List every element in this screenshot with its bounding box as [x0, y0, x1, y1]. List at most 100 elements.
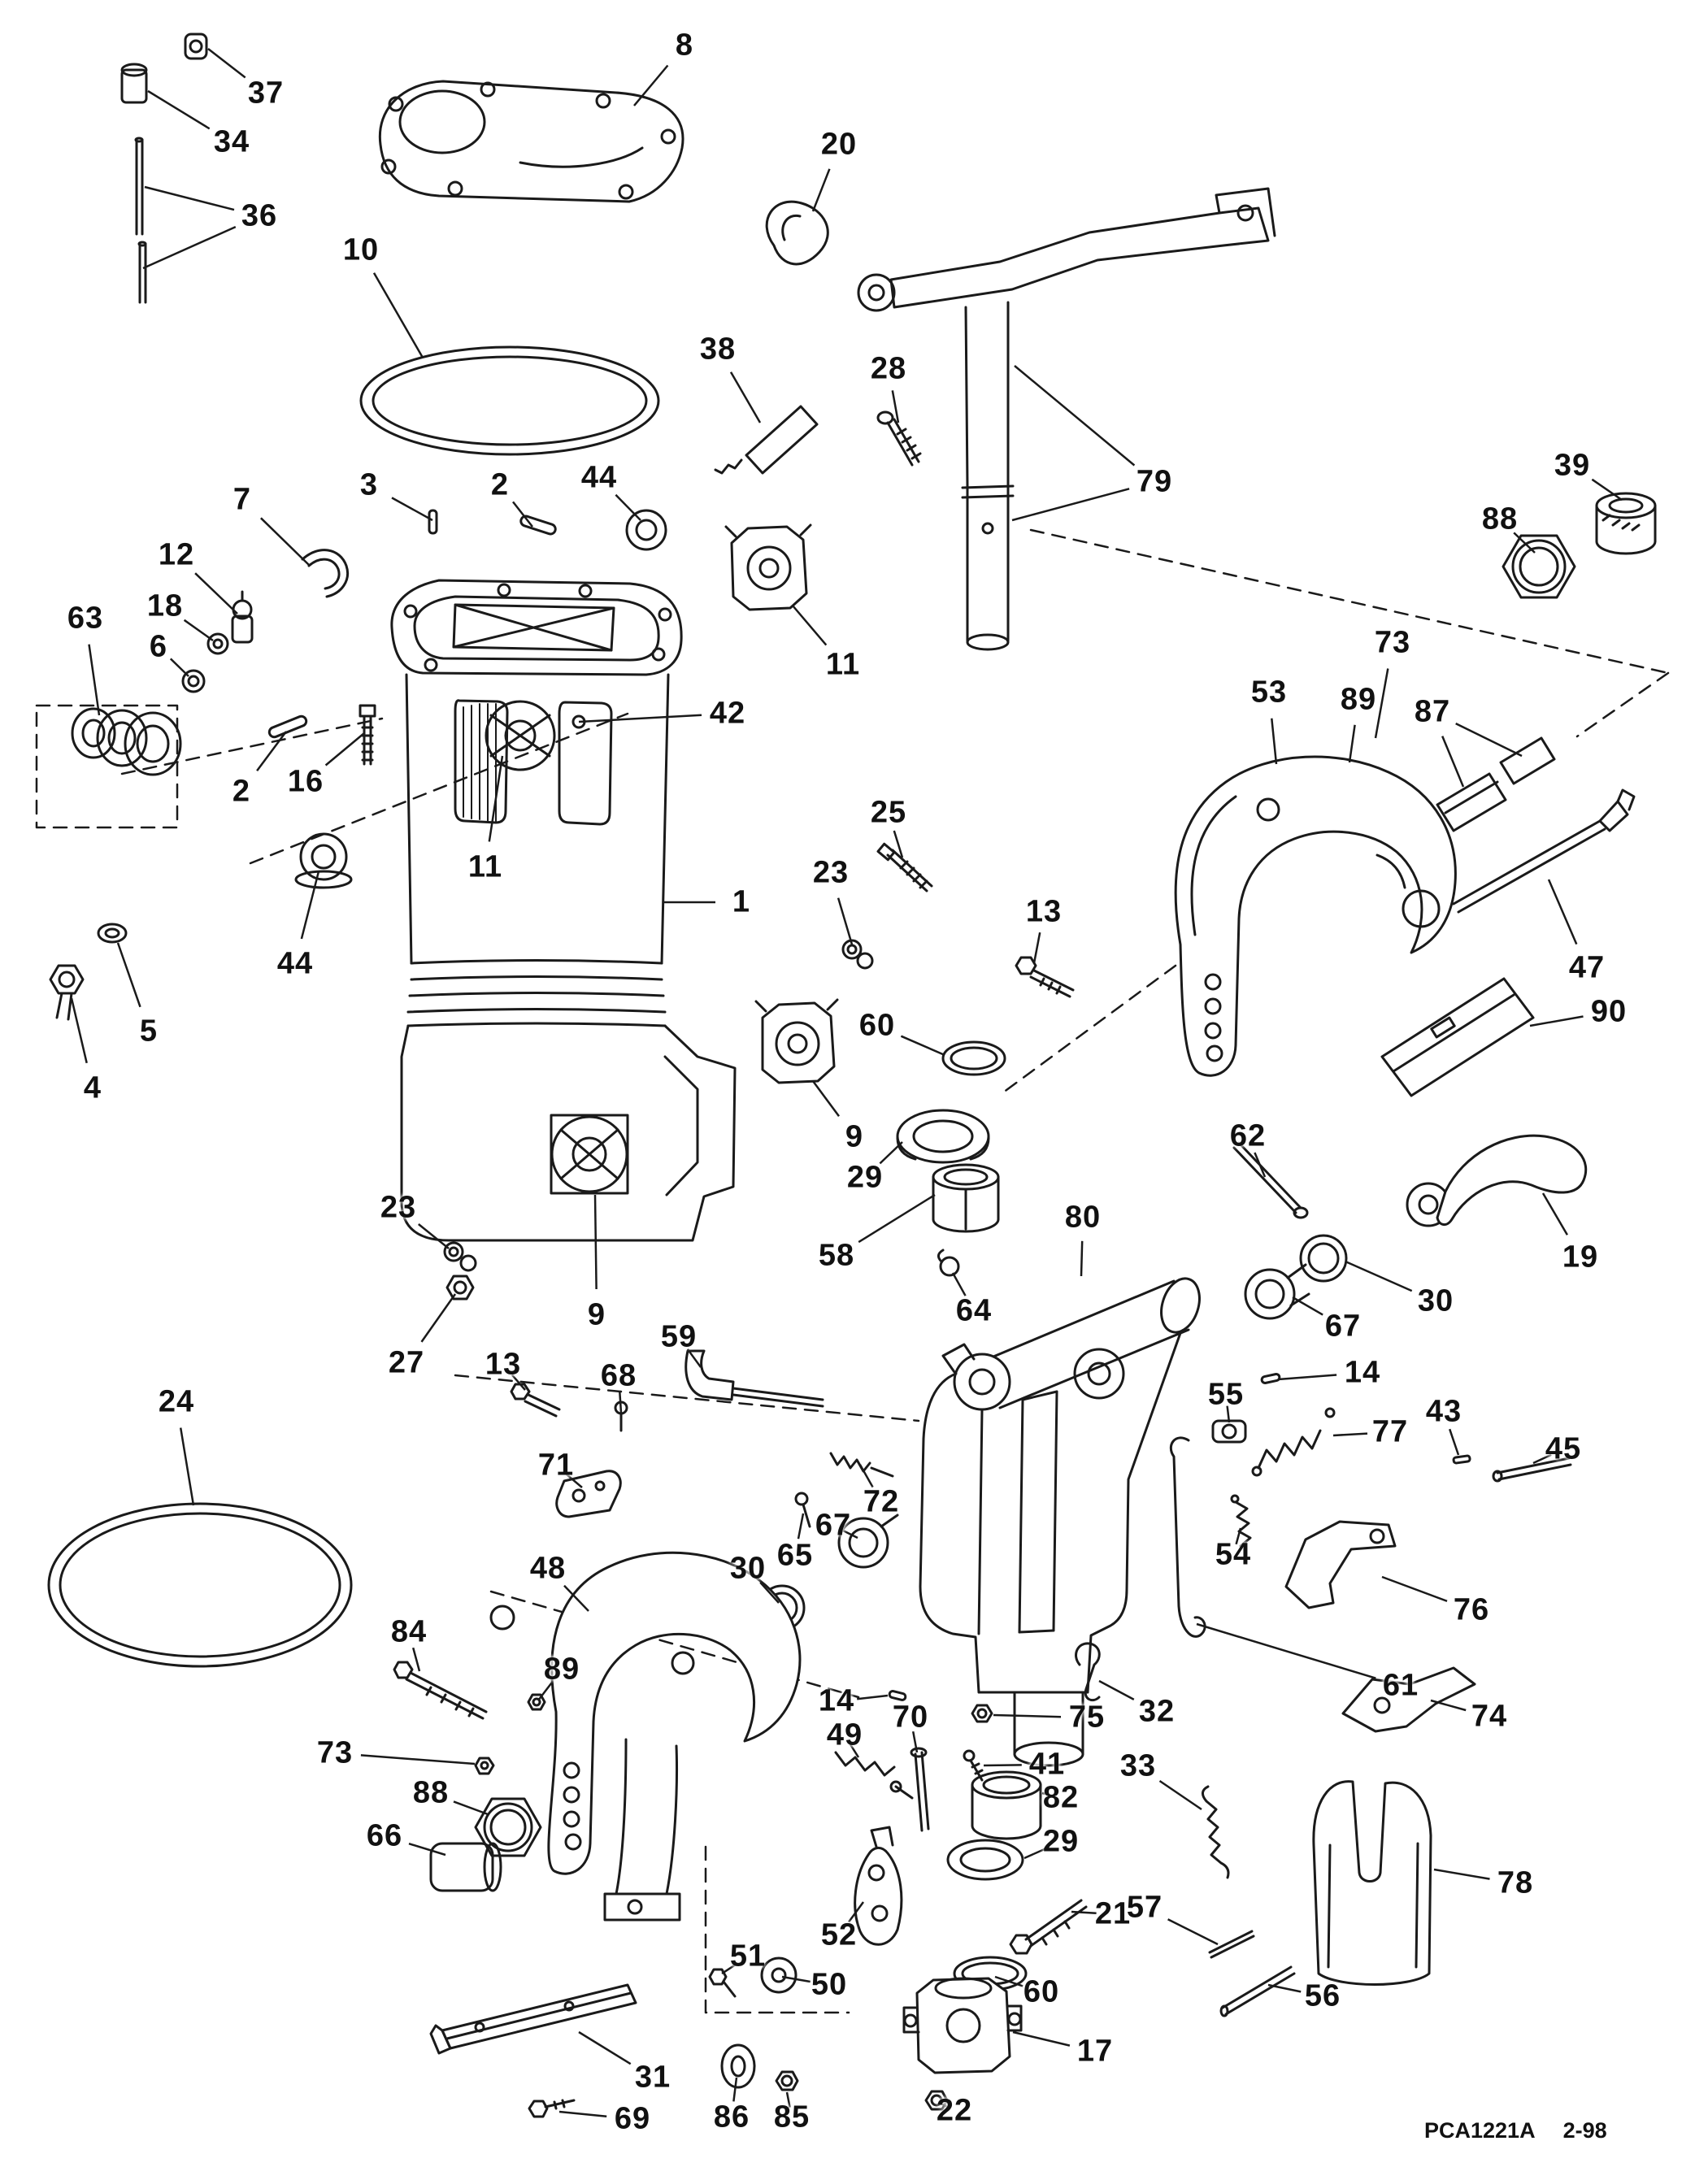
part-13-bolt-left: [510, 1383, 561, 1418]
leader-line: [759, 1581, 780, 1604]
part-32-clip: [1075, 1642, 1101, 1702]
leader-line: [260, 517, 310, 566]
leader-line: [391, 497, 433, 522]
leader-line: [1071, 1910, 1097, 1915]
leader-line: [512, 501, 533, 528]
part-28-bolt: [876, 410, 922, 467]
part-6-washer: [181, 669, 206, 693]
leader-line: [1235, 1527, 1242, 1545]
leader-line: [565, 1473, 583, 1488]
leader-line: [1430, 1699, 1467, 1712]
leader-line: [1345, 1260, 1413, 1292]
leader-line: [993, 1713, 1062, 1718]
part-7-clip: [301, 549, 349, 598]
part-52-lever: [854, 1826, 903, 1946]
leader-line: [849, 1744, 860, 1758]
leader-line: [1032, 932, 1041, 964]
leader-line: [893, 830, 904, 858]
leader-line: [837, 897, 854, 945]
leader-line: [418, 1223, 450, 1249]
part-82-bushing: [971, 1770, 1042, 1840]
leader-line: [1167, 1918, 1219, 1946]
part-67-bushing-left: [837, 1513, 899, 1569]
part-87-bushings: [1436, 736, 1556, 832]
leader-line: [1449, 1428, 1460, 1456]
leader-line: [1271, 718, 1278, 765]
part-53-clamp-bracket: [1174, 755, 1457, 1077]
leader-line: [847, 1901, 865, 1923]
leader-line: [842, 1529, 858, 1539]
leader-line: [194, 572, 238, 614]
leader-line: [1348, 724, 1356, 763]
leader-line: [411, 1647, 421, 1672]
part-44-bushing-lower: [294, 832, 353, 889]
part-88-nut-upper: [1502, 534, 1576, 599]
leader-line: [911, 1731, 919, 1753]
leader-line: [169, 658, 189, 677]
leader-line: [147, 89, 211, 130]
part-90-tube: [1380, 977, 1535, 1097]
doc-code-text: PCA1221A: [1424, 2118, 1536, 2143]
leader-line: [858, 1464, 874, 1488]
leader-line: [1267, 1983, 1302, 1993]
part-56-rod: [1219, 1965, 1296, 2017]
leader-line: [811, 1080, 841, 1118]
part-64-clip: [937, 1249, 960, 1277]
leader-line: [144, 185, 235, 211]
part-62-rod: [1232, 1141, 1309, 1219]
part-18-washer: [206, 632, 229, 655]
leader-line: [453, 1800, 489, 1816]
part-80-swivel-bracket: [919, 1277, 1201, 1767]
leader-line: [797, 1513, 805, 1539]
leader-line: [256, 731, 288, 772]
leader-line: [360, 1754, 476, 1765]
part-43-pin: [1452, 1454, 1471, 1465]
leader-line: [1541, 1192, 1568, 1235]
leader-line: [951, 1272, 967, 1296]
part-74-bracket: [1341, 1666, 1476, 1733]
leader-line: [781, 1975, 811, 1983]
part-61-link-wire: [1169, 1436, 1206, 1638]
leader-line: [1547, 879, 1578, 945]
leader-line: [633, 64, 669, 106]
leader-line: [1158, 1779, 1202, 1811]
part-47-rod: [1452, 788, 1636, 914]
leader-line: [1023, 1847, 1047, 1860]
part-23-washers-left: [443, 1241, 477, 1272]
leader-line: [879, 1141, 903, 1165]
leader-line: [618, 1390, 623, 1414]
part-11-mount-upper: [724, 523, 812, 611]
part-85-nut: [775, 2070, 799, 2091]
leader-line: [207, 48, 246, 79]
leader-line: [88, 644, 101, 716]
leader-line: [615, 493, 641, 521]
leader-line: [593, 1194, 598, 1290]
leader-line: [1011, 488, 1130, 522]
leader-line: [116, 942, 141, 1008]
leader-line: [1080, 1240, 1084, 1277]
part-25-bolt: [876, 842, 933, 892]
part-66-cap: [429, 1842, 502, 1892]
part-86-disc: [720, 2043, 756, 2089]
leader-line: [488, 755, 504, 842]
part-5-washer: [97, 923, 128, 944]
leader-line: [1292, 1296, 1323, 1316]
leader-line: [511, 1374, 526, 1391]
part-39-cap: [1595, 492, 1657, 555]
leader-line: [1332, 1432, 1368, 1437]
leader-line: [578, 714, 702, 723]
part-71-plate: [555, 1470, 622, 1518]
leader-line: [994, 1975, 1023, 1987]
leader-line: [721, 1962, 738, 1975]
leader-line: [408, 1843, 446, 1856]
leader-line: [1098, 1679, 1135, 1701]
part-77-spring: [1251, 1407, 1336, 1477]
part-36-pins: [134, 137, 147, 304]
part-16-bolt: [359, 704, 376, 766]
leader-line: [1433, 1868, 1490, 1880]
part-38-pin: [714, 405, 819, 475]
part-2-pin-upper: [519, 515, 557, 536]
